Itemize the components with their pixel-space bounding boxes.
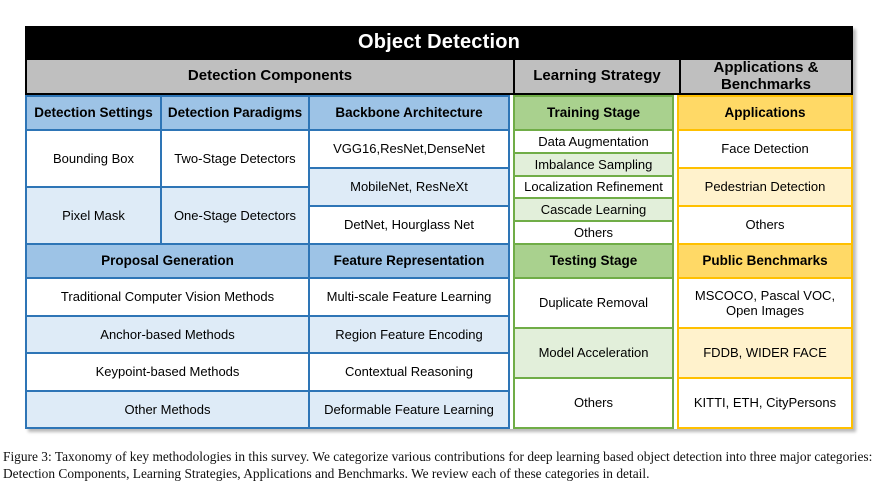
cell-backbone-vgg-resnet-densenet: VGG16,ResNet,DenseNet (310, 131, 508, 167)
col-header-testing-stage: Testing Stage (515, 245, 672, 277)
section-detection-components: Detection Settings Detection Paradigms B… (25, 95, 510, 429)
yellow-subheader-benchmarks: Public Benchmarks (679, 245, 851, 277)
figure-caption: Figure 3: Taxonomy of key methodologies … (3, 449, 882, 482)
cell-other-methods: Other Methods (27, 391, 308, 427)
green-subheader-testing: Testing Stage (515, 245, 672, 277)
cell-localization-refinement: Localization Refinement (515, 176, 672, 198)
cell-pixel-mask: Pixel Mask (27, 188, 160, 243)
cell-duplicate-removal: Duplicate Removal (515, 279, 672, 327)
cell-imbalance-sampling: Imbalance Sampling (515, 153, 672, 175)
col-header-public-benchmarks: Public Benchmarks (679, 245, 851, 277)
green-subheader-training: Training Stage (515, 97, 672, 129)
cell-model-acceleration: Model Acceleration (515, 329, 672, 377)
cell-kitti-eth-citypersons: KITTI, ETH, CityPersons (679, 379, 851, 427)
cell-pedestrian-detection: Pedestrian Detection (679, 169, 851, 205)
cell-two-stage-detectors: Two-Stage Detectors (162, 131, 308, 186)
cell-one-stage-detectors: One-Stage Detectors (162, 188, 308, 243)
cell-deformable-feature-learning: Deformable Feature Learning (310, 391, 508, 427)
taxonomy-figure: Object Detection Detection Components Le… (25, 26, 853, 429)
cell-backbone-detnet-hourglass: DetNet, Hourglass Net (310, 207, 508, 243)
yellow-body-1: Face Detection Pedestrian Detection Othe… (679, 131, 851, 243)
col-header-training-stage: Training Stage (515, 97, 672, 129)
yellow-subheader-applications: Applications (679, 97, 851, 129)
top-header-row: Detection Components Learning Strategy A… (25, 58, 853, 95)
figure-caption-line-2: Detection Components, Learning Strategie… (3, 465, 650, 481)
blue-body-2: Traditional Computer Vision Methods Mult… (27, 279, 508, 427)
green-body-2: Duplicate Removal Model Acceleration Oth… (515, 279, 672, 427)
col-header-proposal-generation: Proposal Generation (27, 245, 308, 277)
cell-face-detection: Face Detection (679, 131, 851, 167)
cell-backbone-mobilenet-resnext: MobileNet, ResNeXt (310, 169, 508, 205)
figure-title-bar: Object Detection (25, 26, 853, 58)
header-learning-strategy: Learning Strategy (515, 60, 679, 93)
cell-bounding-box: Bounding Box (27, 131, 160, 186)
yellow-body-2: MSCOCO, Pascal VOC, Open Images FDDB, WI… (679, 279, 851, 427)
cell-region-feature-encoding: Region Feature Encoding (310, 316, 508, 352)
cell-applications-others: Others (679, 207, 851, 243)
blue-body-1: Bounding Box Two-Stage Detectors VGG16,R… (27, 131, 508, 243)
col-header-detection-settings: Detection Settings (27, 97, 160, 129)
cell-multi-scale-feature-learning: Multi-scale Feature Learning (310, 279, 508, 315)
figure-caption-line-1: Figure 3: Taxonomy of key methodologies … (3, 449, 873, 464)
cell-anchor-based-methods: Anchor-based Methods (27, 316, 308, 352)
sections-row: Detection Settings Detection Paradigms B… (25, 95, 853, 429)
blue-subheader-row-1: Detection Settings Detection Paradigms B… (27, 97, 508, 129)
header-applications-benchmarks: Applications & Benchmarks (681, 60, 851, 93)
figure-title: Object Detection (357, 30, 521, 53)
blue-subheader-row-2: Proposal Generation Feature Representati… (27, 245, 508, 277)
cell-fddb-widerface: FDDB, WIDER FACE (679, 329, 851, 377)
cell-testing-others: Others (515, 379, 672, 427)
section-applications-benchmarks: Applications Face Detection Pedestrian D… (677, 95, 853, 429)
cell-data-augmentation: Data Augmentation (515, 131, 672, 152)
col-header-applications: Applications (679, 97, 851, 129)
cell-traditional-cv-methods: Traditional Computer Vision Methods (27, 279, 308, 315)
col-header-feature-representation: Feature Representation (310, 245, 508, 277)
cell-cascade-learning: Cascade Learning (515, 199, 672, 221)
cell-training-others: Others (515, 222, 672, 243)
green-body-1: Data Augmentation Imbalance Sampling Loc… (515, 131, 672, 243)
cell-keypoint-based-methods: Keypoint-based Methods (27, 354, 308, 390)
section-learning-strategy: Training Stage Data Augmentation Imbalan… (513, 95, 674, 429)
cell-mscoco-pascalvoc-openimages: MSCOCO, Pascal VOC, Open Images (679, 279, 851, 327)
col-header-backbone-architecture: Backbone Architecture (310, 97, 508, 129)
header-detection-components: Detection Components (27, 60, 513, 93)
cell-contextual-reasoning: Contextual Reasoning (310, 354, 508, 390)
col-header-detection-paradigms: Detection Paradigms (162, 97, 308, 129)
